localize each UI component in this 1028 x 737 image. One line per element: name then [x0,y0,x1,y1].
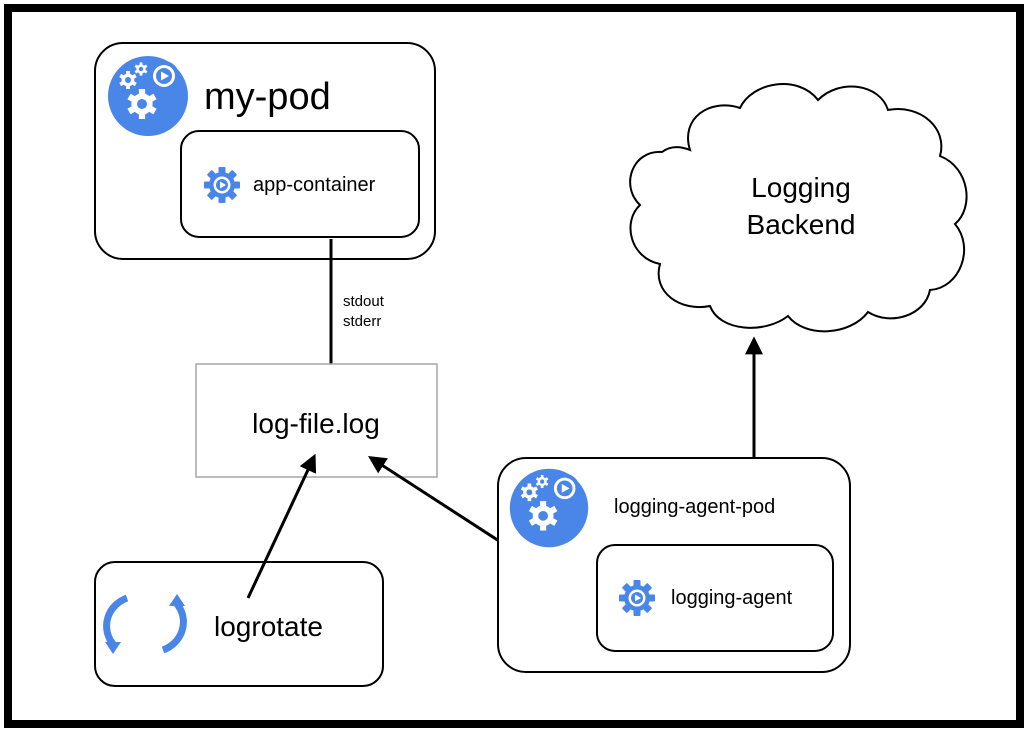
logrotate-box: logrotate [94,561,384,687]
logrotate-label: logrotate [214,611,323,642]
app-container-label: app-container [253,174,376,196]
gear-play-icon [619,580,655,616]
kubernetes-pod-icon [108,56,188,136]
backend-label-line1: Logging [751,172,851,203]
logging-agent-pod-box: logging-agent-pod logging-agent [497,457,851,673]
logging-agent-label: logging-agent [671,587,793,609]
app-container-box: app-container [180,130,420,238]
logging-agent-pod-label: logging-agent-pod [614,496,775,518]
my-pod-label: my-pod [204,76,331,118]
logging-backend-cloud: Logging Backend [629,83,968,333]
gear-play-icon [204,167,240,203]
log-file-label: log-file.log [252,408,380,439]
log-file-box: log-file.log [195,363,438,478]
logging-agent-box: logging-agent [596,544,834,652]
logrotate-arrow [246,453,317,599]
backend-label-line2: Backend [747,209,856,240]
stdout-label: stdout [343,293,385,310]
outer-frame [4,4,1024,728]
kubernetes-pod-icon [510,469,588,547]
my-pod-box: my-pod app-container [94,42,436,260]
stderr-label: stderr [343,313,381,330]
rotate-arrows-icon [103,594,187,654]
